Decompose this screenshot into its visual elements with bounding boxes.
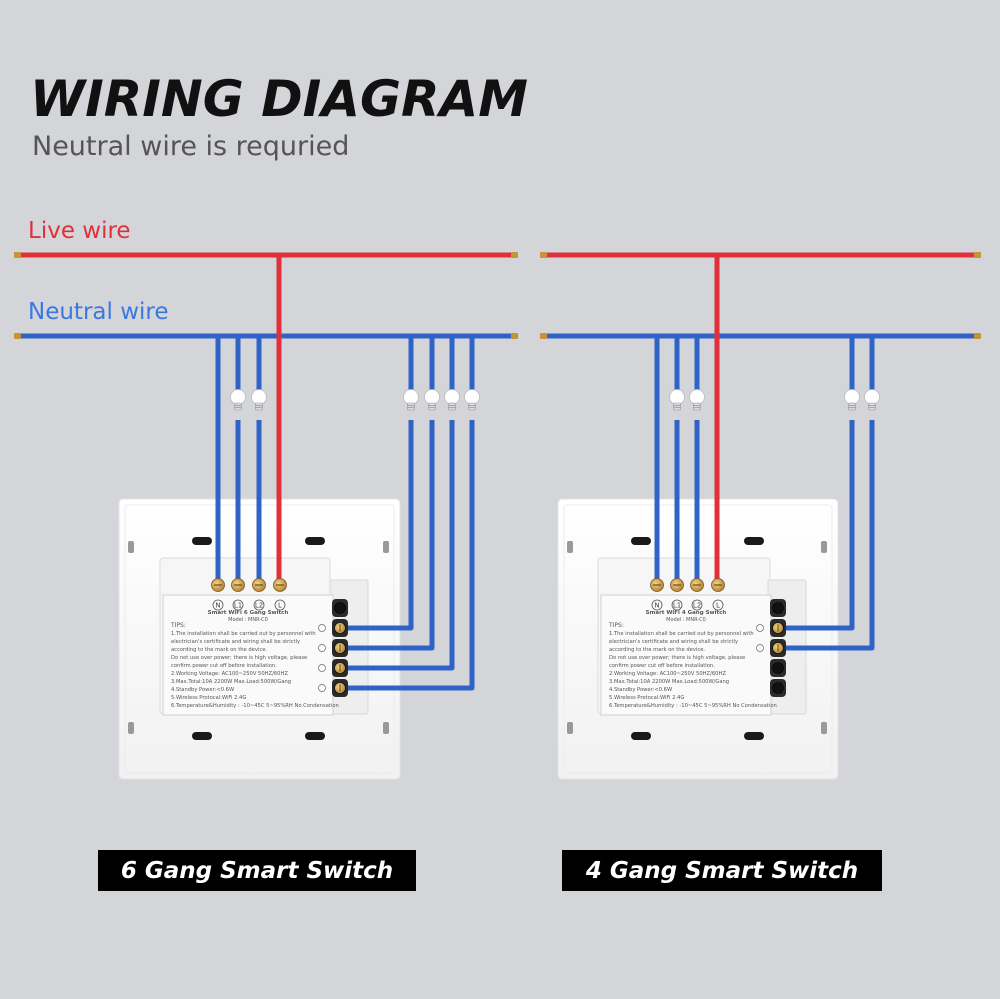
- tips-line: TIPS:: [170, 622, 186, 629]
- output-marker: [318, 644, 326, 652]
- tips-line: TIPS:: [608, 622, 624, 629]
- tips-line: 6.Temperature&Humidity : -10~45C 5~95%RH…: [171, 703, 339, 709]
- terminal-n-label: N: [654, 602, 659, 610]
- terminal-n-label: N: [215, 602, 220, 610]
- tips-line: 2.Working Voltage: AC100~250V 50HZ/60HZ: [609, 671, 726, 677]
- terminal-screws-left: [211, 578, 348, 697]
- output-marker: [318, 684, 326, 692]
- bulb-icon: [864, 389, 880, 411]
- bulb-icon: [424, 389, 440, 411]
- side-screw: [334, 602, 346, 614]
- side-screw: [772, 602, 784, 614]
- tips-line: 4.Standby Power:<0.6W: [609, 687, 672, 693]
- live-wires: [20, 252, 975, 580]
- neutral-wires: [20, 333, 975, 691]
- caption-6-gang: 6 Gang Smart Switch: [98, 850, 416, 891]
- tips-line: Do not use over power; there is high vol…: [609, 655, 745, 661]
- tips-title: Smart WiFi 6 Gang Switch: [208, 610, 289, 616]
- terminal-l-label: L: [716, 602, 720, 610]
- caption-4-gang: 4 Gang Smart Switch: [562, 850, 882, 891]
- tips-line: confirm power cut off before installatio…: [171, 663, 277, 669]
- output-marker: [318, 664, 326, 672]
- tips-line: according to the mark on the device.: [171, 647, 267, 653]
- tips-model: Model : MNR-C0: [228, 617, 268, 623]
- terminal-l-label: L: [278, 602, 282, 610]
- light-bulbs: [230, 389, 880, 411]
- wire-end-caps: [14, 252, 981, 339]
- bulb-icon: [669, 389, 685, 411]
- terminal-screws-right: [650, 578, 786, 697]
- terminal-l2-label: L2: [255, 602, 263, 610]
- diagram-subtitle: Neutral wire is requried: [32, 131, 350, 162]
- bulb-icon: [844, 389, 860, 411]
- live-wire-label: Live wire: [28, 218, 131, 244]
- tips-line: 2.Working Voltage: AC100~250V 50HZ/60HZ: [171, 671, 288, 677]
- tips-line: confirm power cut off before installatio…: [609, 663, 715, 669]
- tips-line: electrician's certificate and wiring sha…: [171, 639, 300, 645]
- bulb-icon: [689, 389, 705, 411]
- output-marker: [756, 624, 764, 632]
- neutral-wire-label: Neutral wire: [28, 299, 169, 325]
- terminal-l1-label: L1: [234, 602, 242, 610]
- tips-line: 5.Wireless Protocal:WiFi 2.4G: [609, 695, 684, 701]
- terminal-labels-right: N L1 L2 L: [651, 599, 724, 611]
- bulb-icon: [403, 389, 419, 411]
- output-marker: [756, 644, 764, 652]
- bulb-icon: [464, 389, 480, 411]
- side-screw: [772, 662, 784, 674]
- bulb-icon: [444, 389, 460, 411]
- diagram-title: WIRING DIAGRAM: [30, 70, 528, 128]
- terminal-labels-left: N L1 L2 L: [212, 599, 286, 611]
- tips-line: 6.Temperature&Humidity : -10~45C 5~95%RH…: [609, 703, 777, 709]
- tips-line: 4.Standby Power:<0.6W: [171, 687, 234, 693]
- terminal-l1-label: L1: [673, 602, 681, 610]
- tips-line: 1.The installation shall be carried out …: [609, 631, 754, 637]
- tips-line: 1.The installation shall be carried out …: [171, 631, 316, 637]
- bulb-icon: [230, 389, 246, 411]
- tips-model: Model : MNR-C0: [666, 617, 706, 623]
- tips-line: electrician's certificate and wiring sha…: [609, 639, 738, 645]
- terminal-l2-label: L2: [693, 602, 701, 610]
- switch-plate-left: [118, 498, 401, 780]
- tips-line: Do not use over power; there is high vol…: [171, 655, 307, 661]
- tips-line: 3.Max.Total:10A 2200W Max.Load:500W/Gang: [171, 679, 291, 685]
- tips-title: Smart WiFi 4 Gang Switch: [646, 610, 727, 616]
- side-screw: [772, 682, 784, 694]
- tips-line: 5.Wireless Protocal:WiFi 2.4G: [171, 695, 246, 701]
- tips-line: according to the mark on the device.: [609, 647, 705, 653]
- tips-line: 3.Max.Total:10A 2200W Max.Load:500W/Gang: [609, 679, 729, 685]
- output-marker: [318, 624, 326, 632]
- bulb-icon: [251, 389, 267, 411]
